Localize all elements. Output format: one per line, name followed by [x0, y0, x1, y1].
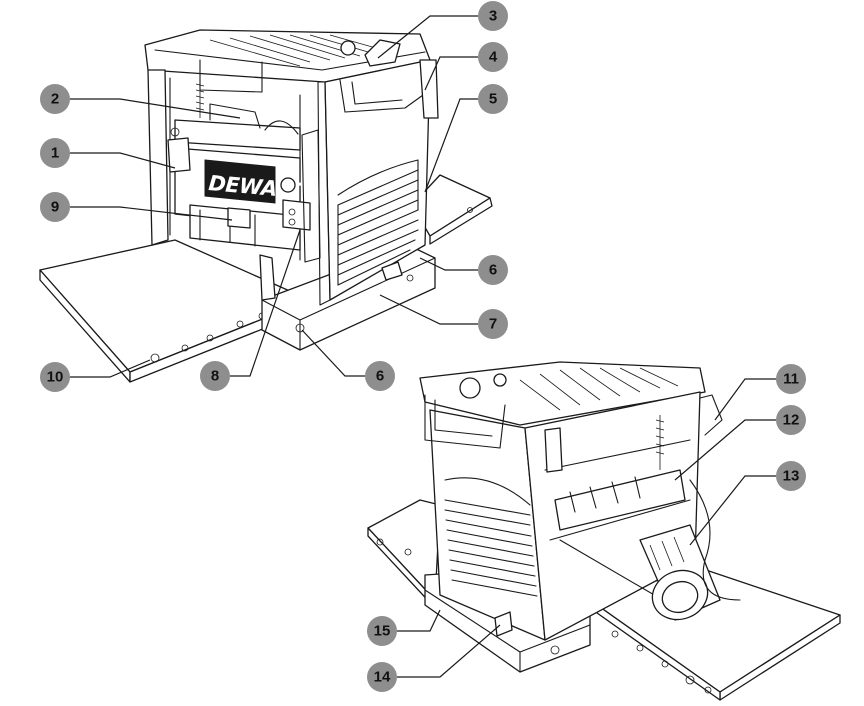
front-foot — [259, 254, 276, 301]
leader-lines — [70, 15, 776, 678]
callout-4: 4 — [478, 42, 508, 72]
callout-label: 4 — [489, 49, 498, 66]
callout-9: 9 — [40, 192, 70, 222]
callout-label: 15 — [374, 623, 391, 640]
callout-6-bottom: 6 — [365, 361, 395, 391]
dust-port — [639, 524, 721, 621]
callout-label: 10 — [47, 369, 64, 386]
callout-label: 7 — [489, 316, 497, 333]
callout-label: 8 — [211, 368, 219, 385]
planer-rear-view — [367, 361, 841, 701]
callout-label: 3 — [489, 8, 497, 25]
callout-3: 3 — [478, 1, 508, 31]
callout-12: 12 — [776, 405, 806, 435]
callout-label: 1 — [51, 145, 59, 162]
callout-1: 1 — [40, 138, 70, 168]
callout-7: 7 — [478, 309, 508, 339]
callout-label: 5 — [489, 91, 497, 108]
cutter-head-assembly — [167, 59, 321, 263]
power-cord — [689, 479, 741, 601]
callout-2: 2 — [40, 84, 70, 114]
callout-label: 14 — [374, 669, 391, 686]
callout-10: 10 — [40, 362, 70, 392]
callout-label: 2 — [51, 91, 59, 108]
callout-5: 5 — [478, 84, 508, 114]
callout-label: 13 — [783, 468, 800, 485]
callout-11: 11 — [776, 364, 806, 394]
callout-14: 14 — [367, 662, 397, 692]
cord-wrap — [381, 261, 403, 281]
callout-label: 6 — [489, 262, 497, 279]
planer-front-view: DEWALT — [39, 29, 493, 383]
callout-6-right: 6 — [478, 255, 508, 285]
callout-15: 15 — [367, 616, 397, 646]
callout-8: 8 — [200, 361, 230, 391]
callout-label: 9 — [51, 199, 59, 216]
outfeed-table — [411, 174, 493, 245]
callout-13: 13 — [776, 461, 806, 491]
callout-label: 12 — [783, 412, 800, 429]
table-latch — [494, 611, 513, 637]
callout-label: 6 — [376, 368, 384, 385]
callout-label: 11 — [783, 371, 799, 388]
